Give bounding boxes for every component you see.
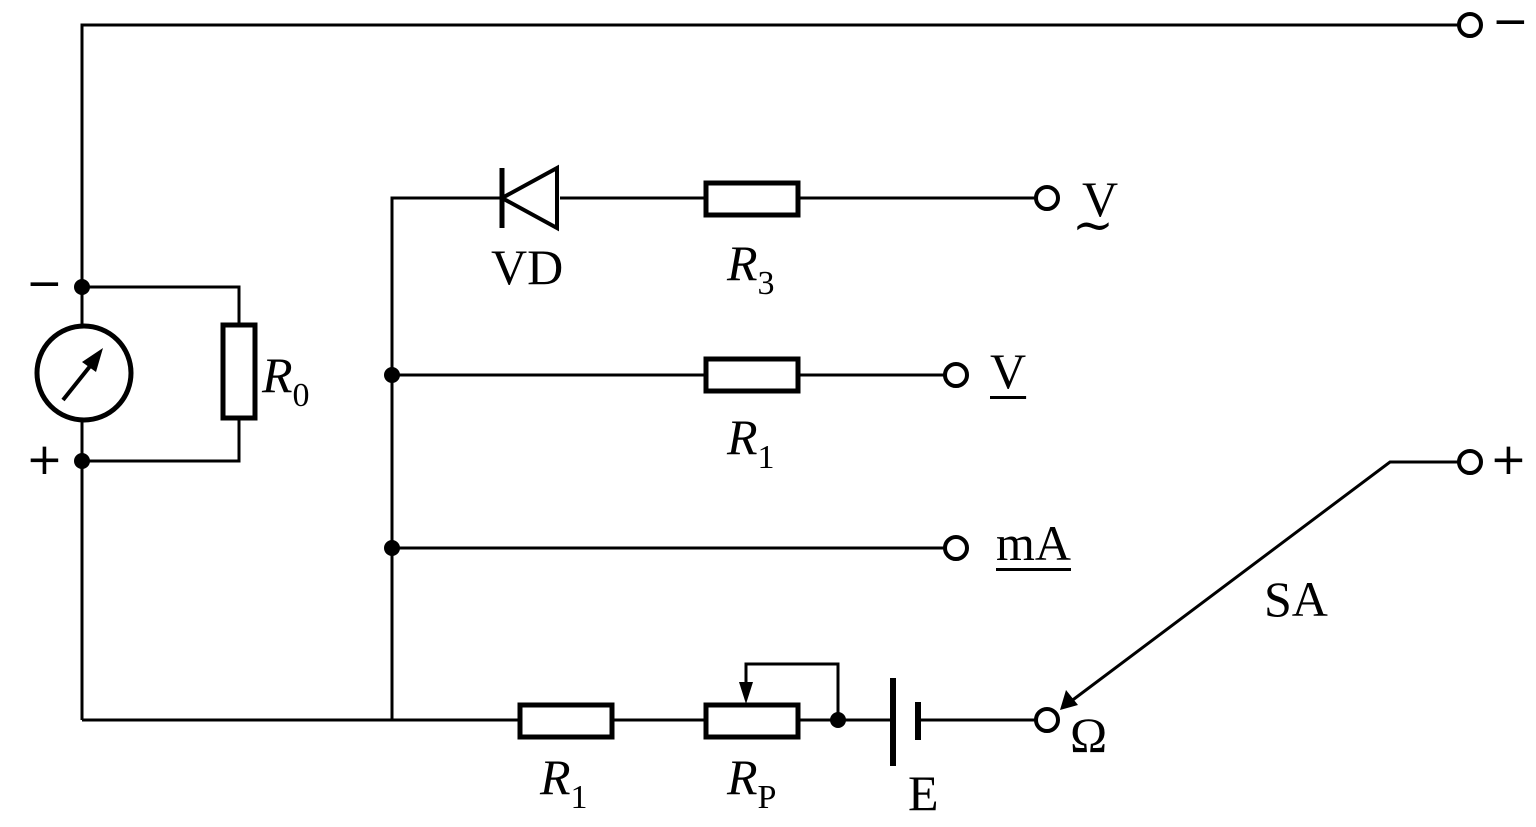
r0-label: R0 (262, 347, 310, 414)
terminal-ohm (1034, 707, 1060, 733)
common-bus (390, 196, 502, 720)
battery-e-label: E (908, 765, 939, 821)
diode-triangle (497, 164, 559, 232)
meter-needle-arrow (82, 348, 103, 372)
switch-sa-arm (1065, 460, 1458, 707)
potentiometer-rp (703, 702, 801, 740)
top-wire (80, 23, 1458, 325)
rp-wiper-loop (744, 662, 840, 720)
rp-wiper-arrow (739, 682, 753, 704)
switch-arrowhead (1060, 690, 1078, 710)
r1-mid-label: R1 (727, 409, 775, 476)
meter (34, 323, 134, 423)
terminal-dc-v (943, 362, 969, 388)
terminal-ac-v (1034, 185, 1060, 211)
diode-vd (497, 164, 559, 232)
junction-node (74, 279, 90, 295)
milliamp-label: mA (996, 515, 1071, 571)
switch-sa-label: SA (1264, 571, 1328, 627)
junction-node (384, 540, 400, 556)
vd-label: VD (491, 239, 564, 295)
dc-voltage-label: V (990, 343, 1027, 399)
ac-tilde-label: ~ (1072, 196, 1114, 254)
junction-node (384, 367, 400, 383)
meter-minus-label: − (26, 258, 63, 309)
resistor-r1-mid (703, 356, 801, 394)
meter-plus-label: + (26, 434, 63, 485)
terminal-ma (943, 535, 969, 561)
resistor-r1-bottom (517, 702, 615, 740)
r1-bottom-label: R1 (540, 749, 588, 816)
battery-e (890, 678, 921, 766)
r0-bottom-wire (82, 418, 241, 463)
rp-label: RP (727, 749, 777, 816)
terminal-minus-label: − (1492, 0, 1529, 47)
r3-label: R3 (727, 235, 775, 302)
ac-voltage-label: V (1082, 171, 1119, 227)
terminal-minus (1457, 12, 1483, 38)
junction-node (830, 712, 846, 728)
junction-node (74, 453, 90, 469)
ohm-label: Ω (1070, 707, 1108, 763)
terminal-plus (1457, 449, 1483, 475)
r0-top-wire (82, 285, 241, 325)
resistor-r3 (703, 180, 801, 218)
terminal-plus-label: + (1490, 434, 1527, 485)
resistor-r0 (220, 322, 258, 421)
